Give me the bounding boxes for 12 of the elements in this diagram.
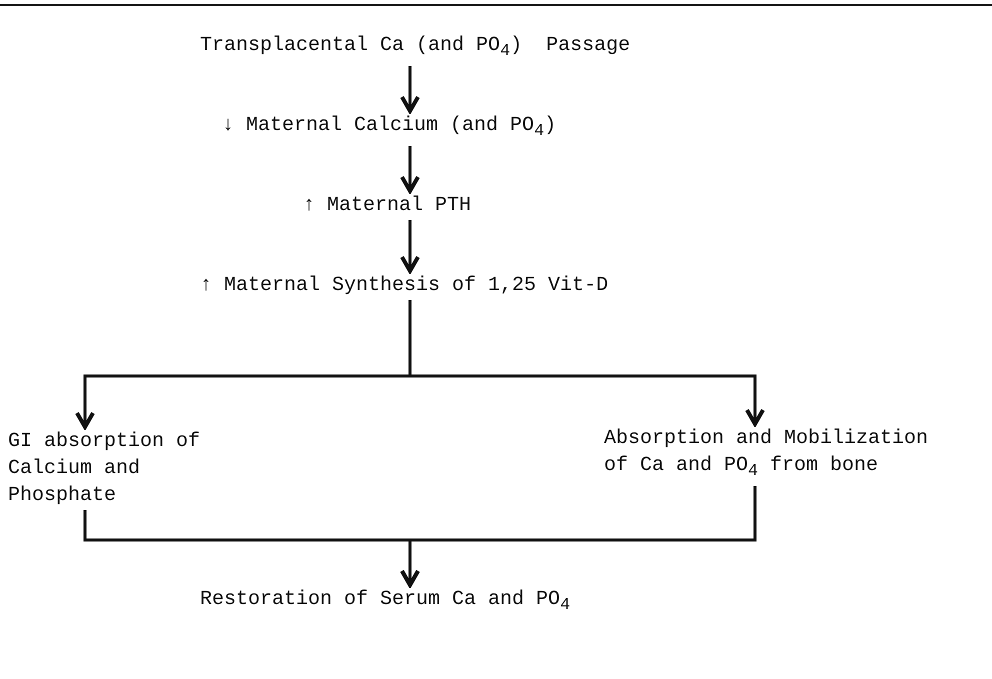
arrow [400,146,420,193]
flow-step-text: ↑ Maternal PTH [303,193,472,219]
arrow [400,486,756,587]
flow-step-text: Transplacental Ca (and PO$_{4}$) Passage [200,33,632,63]
flow-step-text: Restoration of Serum Ca and PO$_{4}$ [200,587,572,617]
flow-step-text: GI absorption of Calcium and Phosphate [8,429,202,509]
arrow [400,220,420,273]
arrow [400,66,420,113]
flow-step-text: ↓ Maternal Calcium (and PO$_{4}$) [222,113,558,143]
arrow [408,300,765,426]
flow-step-text: Absorption and Mobilization of Ca and PO$_{4}$ from bone [604,426,930,483]
flow-step-text: ↑ Maternal Synthesis of 1,25 Vit-D [200,273,610,299]
